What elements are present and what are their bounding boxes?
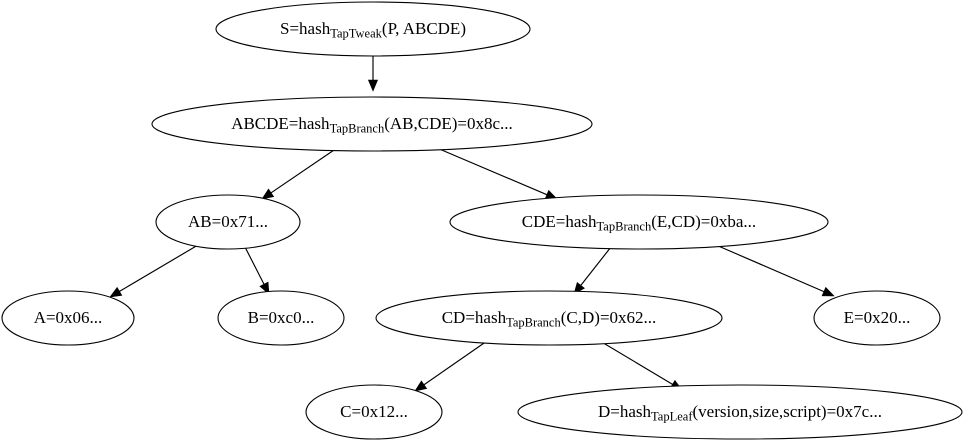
node-shape[interactable]: [151, 96, 593, 152]
node-label: E=0x20...: [844, 308, 911, 327]
arrowhead-icon: [259, 281, 270, 295]
node-shape[interactable]: [155, 194, 301, 250]
node-shape[interactable]: [375, 290, 723, 346]
node-c[interactable]: C=0x12...: [305, 384, 443, 440]
node-cd[interactable]: CD=hashTapBranch(C,D)=0x62...: [375, 290, 723, 346]
edge-ab-to-a: [109, 244, 199, 298]
node-e[interactable]: E=0x20...: [813, 290, 941, 346]
edge-line: [423, 340, 488, 386]
node-label: ABCDE=hashTapBranch(AB,CDE)=0x8c...: [231, 114, 513, 135]
node-cde[interactable]: CDE=hashTapBranch(E,CD)=0xba...: [449, 194, 829, 250]
edge-line: [715, 244, 825, 293]
node-label: CDE=hashTapBranch(E,CD)=0xba...: [522, 212, 756, 233]
edge-abcde-to-cde: [436, 147, 558, 200]
node-label: CD=hashTapBranch(C,D)=0x62...: [442, 308, 657, 329]
edge-cd-to-c: [414, 340, 488, 392]
arrowhead-icon: [109, 286, 123, 298]
node-label: B=0xc0...: [248, 308, 315, 327]
node-ab[interactable]: AB=0x71...: [155, 194, 301, 250]
node-shape[interactable]: [517, 384, 963, 440]
arrowhead-icon: [821, 286, 835, 297]
node-a[interactable]: A=0x06...: [1, 290, 135, 346]
edge-s-to-abcde: [367, 56, 379, 92]
node-s[interactable]: S=hashTapTweak(P, ABCDE): [215, 1, 531, 57]
node-shape[interactable]: [1, 290, 135, 346]
edge-ab-to-b: [244, 246, 270, 295]
node-label: AB=0x71...: [188, 212, 268, 231]
node-shape[interactable]: [305, 384, 443, 440]
node-shape[interactable]: [215, 1, 531, 57]
edge-cd-to-d: [599, 340, 683, 391]
node-label: A=0x06...: [34, 308, 103, 327]
edge-line: [599, 340, 673, 385]
node-b[interactable]: B=0xc0...: [217, 290, 345, 346]
edge-line: [270, 147, 338, 194]
arrowhead-icon: [414, 380, 428, 392]
edge-line: [244, 246, 265, 285]
node-label: S=hashTapTweak(P, ABCDE): [280, 19, 466, 40]
arrowhead-icon: [367, 79, 379, 92]
edge-line: [119, 244, 199, 292]
node-d[interactable]: D=hashTapLeaf(version,size,script)=0x7c.…: [517, 384, 963, 440]
edge-abcde-to-ab: [261, 147, 338, 200]
node-label: D=hashTapLeaf(version,size,script)=0x7c.…: [598, 402, 882, 423]
edge-line: [580, 246, 612, 286]
edge-cde-to-cd: [573, 246, 612, 295]
node-shape[interactable]: [449, 194, 829, 250]
node-shape[interactable]: [813, 290, 941, 346]
arrowhead-icon: [261, 188, 275, 200]
node-abcde[interactable]: ABCDE=hashTapBranch(AB,CDE)=0x8c...: [151, 96, 593, 152]
edge-line: [436, 147, 548, 196]
node-shape[interactable]: [217, 290, 345, 346]
edge-cde-to-e: [715, 244, 835, 297]
node-label: C=0x12...: [340, 402, 408, 421]
